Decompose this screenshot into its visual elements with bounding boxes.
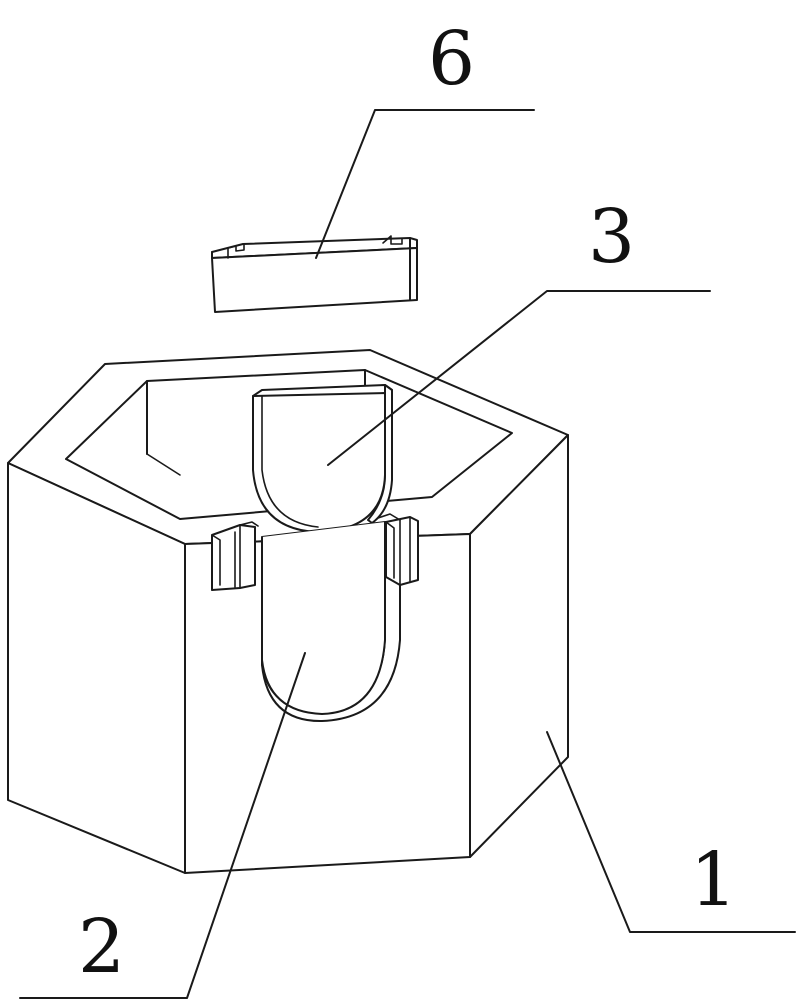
label-1: 1 — [690, 837, 737, 923]
label-2: 2 — [78, 904, 125, 990]
leader-line-3 — [327, 290, 711, 466]
part-6-cover-strip — [211, 235, 418, 313]
leader-line-2 — [19, 652, 306, 999]
clips — [211, 513, 419, 591]
part-3-insert — [252, 384, 393, 533]
leader-lines — [19, 109, 796, 999]
leader-line-1 — [546, 731, 796, 933]
part-2-slot — [261, 521, 401, 723]
label-3: 3 — [588, 194, 635, 280]
label-6: 6 — [428, 16, 475, 102]
part-1-housing — [7, 349, 569, 874]
leader-line-6 — [315, 109, 535, 259]
